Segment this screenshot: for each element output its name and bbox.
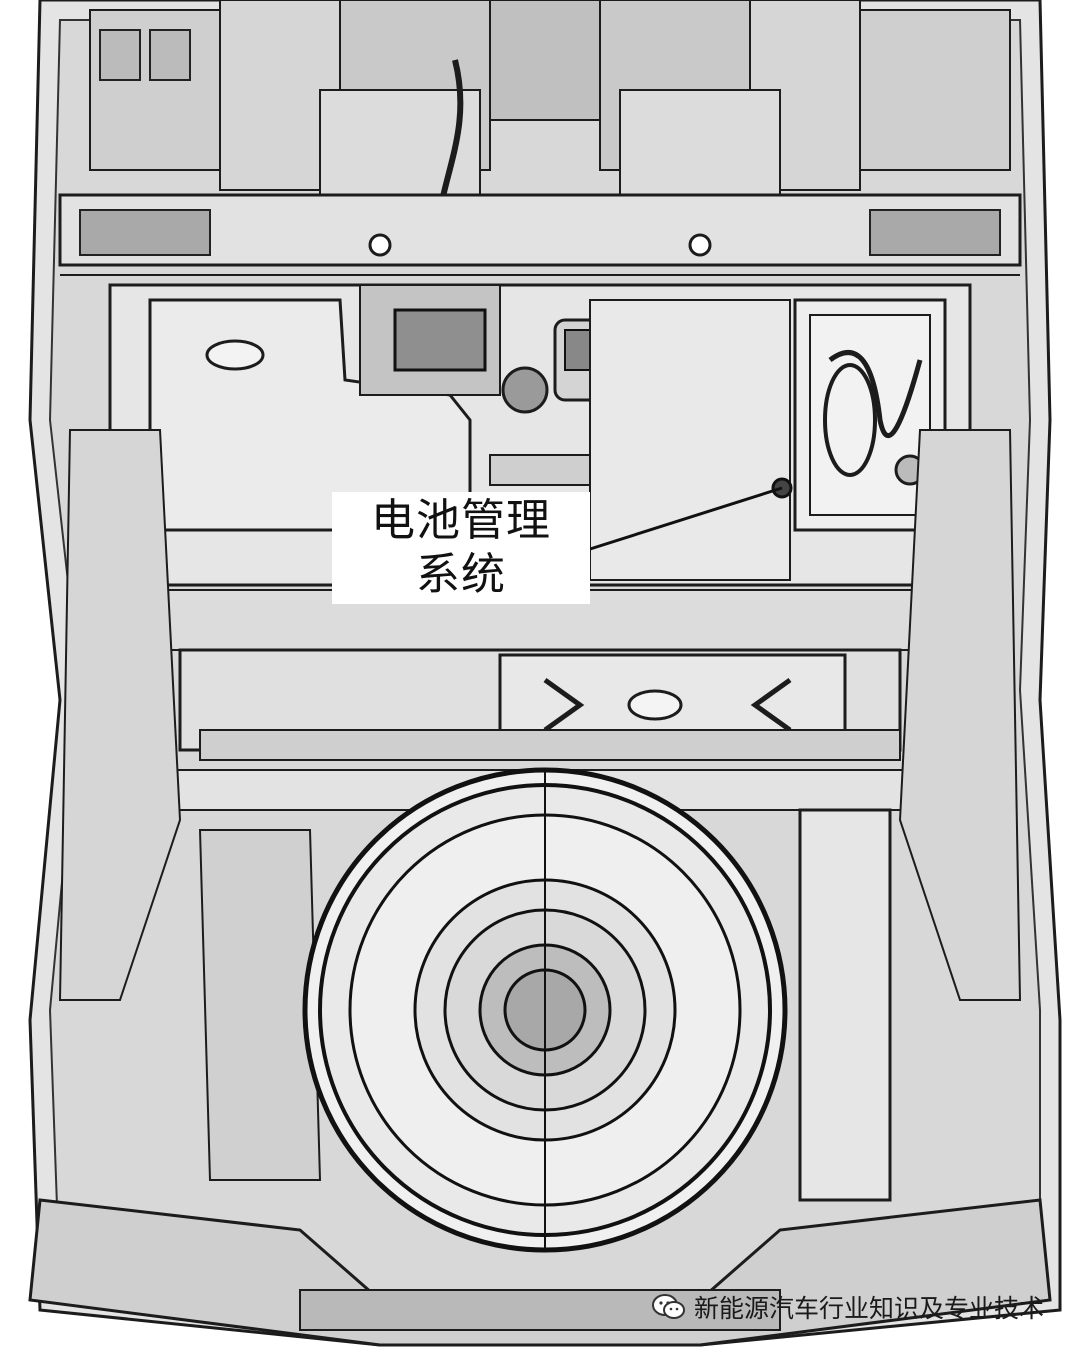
callout-line-1: 电池管理 xyxy=(371,495,551,546)
bms-callout-label: 电池管理 系统 xyxy=(332,492,590,604)
spare-tire xyxy=(302,767,788,1253)
callout-line-2: 系统 xyxy=(416,549,506,600)
wechat-icon xyxy=(651,1294,685,1319)
side-panels xyxy=(58,429,1022,1202)
cross-member xyxy=(58,193,1022,276)
rear-bumper xyxy=(28,1198,1052,1347)
brand-logo-badge xyxy=(627,689,683,721)
watermark-text: 新能源汽车行业知识及专业技术 xyxy=(693,1294,1044,1323)
callout-leader-line xyxy=(567,486,783,558)
upper-compartment xyxy=(89,0,1011,211)
watermark: 新能源汽车行业知识及专业技术 xyxy=(651,1286,1044,1328)
